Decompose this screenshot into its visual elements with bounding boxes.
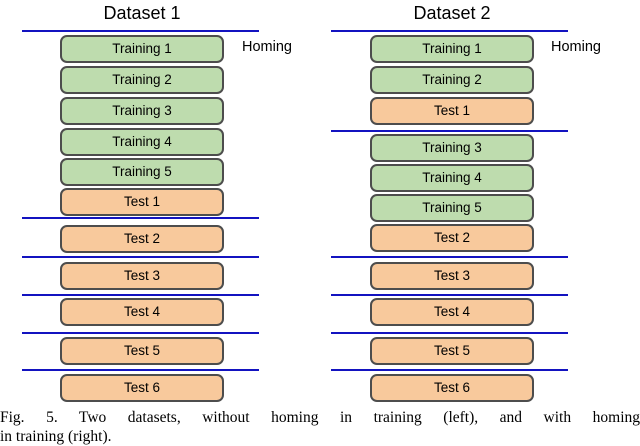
- d2-test-3-box: Test 3: [370, 262, 534, 290]
- figure-caption: Fig. 5. Two datasets, without homing in …: [0, 408, 640, 446]
- d1-training-5-box: Training 5: [60, 158, 224, 186]
- d1-test-3-box: Test 3: [60, 262, 224, 290]
- d1-test-1-box: Test 1: [60, 188, 224, 216]
- d2-test-5-box: Test 5: [370, 337, 534, 365]
- d2-training-3-box: Training 3: [370, 134, 534, 162]
- d2-test-4-box: Test 4: [370, 298, 534, 326]
- d1-session-divider-line: [22, 294, 259, 296]
- d1-session-divider-line: [22, 217, 259, 219]
- d1-homing-divider-line: [22, 30, 259, 32]
- d1-test-2-box: Test 2: [60, 225, 224, 253]
- d1-session-divider-line: [22, 332, 259, 334]
- d2-session-divider-line: [331, 294, 568, 296]
- d1-test-6-box: Test 6: [60, 374, 224, 402]
- d2-session-divider-line: [331, 332, 568, 334]
- d1-training-3-box: Training 3: [60, 97, 224, 125]
- figure-caption-line-2: in training (right).: [0, 428, 112, 445]
- d1-test-5-box: Test 5: [60, 337, 224, 365]
- d1-session-divider-line: [22, 369, 259, 371]
- d2-test-1-box: Test 1: [370, 97, 534, 125]
- d2-test-6-box: Test 6: [370, 374, 534, 402]
- d1-session-divider-line: [22, 256, 259, 258]
- d2-homing-label: Homing: [551, 39, 601, 55]
- d1-homing-label: Homing: [242, 39, 292, 55]
- d2-session-divider-line: [331, 130, 568, 132]
- d2-session-divider-line: [331, 369, 568, 371]
- d2-training-1-box: Training 1: [370, 35, 534, 63]
- d1-training-4-box: Training 4: [60, 128, 224, 156]
- figure-caption-line-1: Fig. 5. Two datasets, without homing in …: [0, 409, 640, 426]
- dataset-1-title: Dataset 1: [103, 3, 181, 23]
- dataset-2-title: Dataset 2: [413, 3, 491, 23]
- d2-training-2-box: Training 2: [370, 66, 534, 94]
- d2-homing-divider-line: [331, 30, 568, 32]
- d2-session-divider-line: [331, 256, 568, 258]
- d1-test-4-box: Test 4: [60, 298, 224, 326]
- d1-training-2-box: Training 2: [60, 66, 224, 94]
- d2-test-2-box: Test 2: [370, 224, 534, 252]
- d2-training-5-box: Training 5: [370, 194, 534, 222]
- d2-training-4-box: Training 4: [370, 164, 534, 192]
- d1-training-1-box: Training 1: [60, 35, 224, 63]
